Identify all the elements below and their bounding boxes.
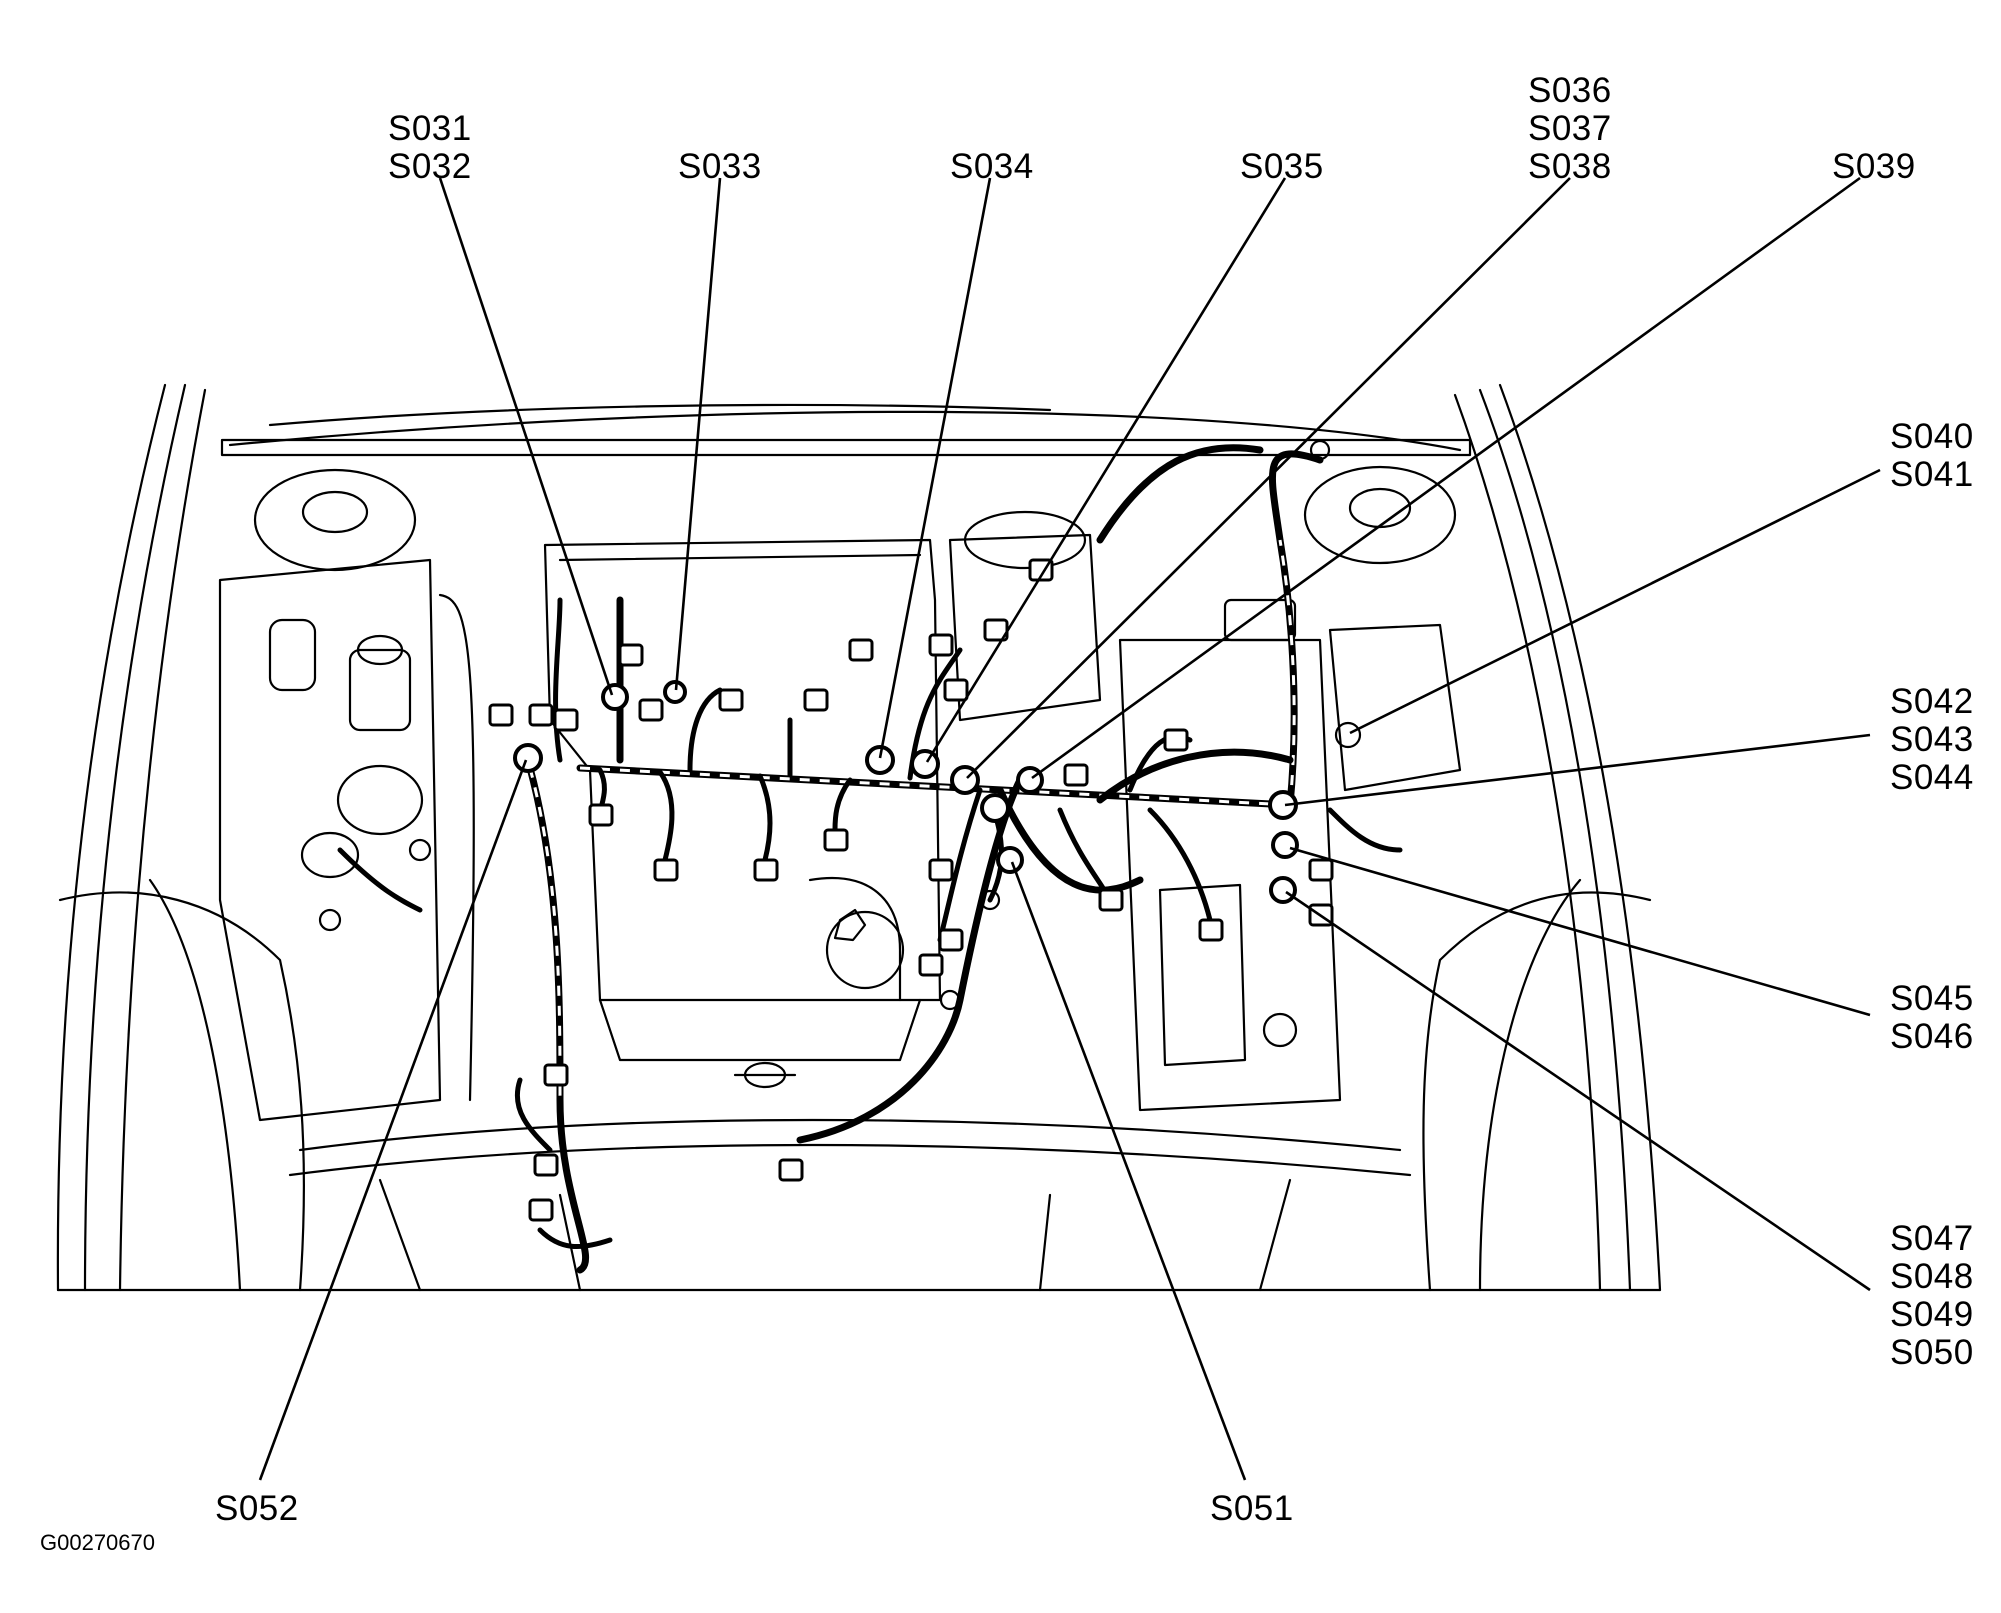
label-s052: S052	[215, 1490, 299, 1528]
label-s039: S039	[1832, 148, 1916, 186]
label-s034: S034	[950, 148, 1034, 186]
label-line: S042	[1890, 682, 1974, 721]
label-line: S041	[1890, 455, 1974, 494]
label-line: S051	[1210, 1489, 1294, 1528]
branch-wires	[337, 597, 1403, 1250]
label-line: S040	[1890, 417, 1974, 456]
label-line: S035	[1240, 147, 1324, 186]
figure-code: G00270670	[40, 1530, 155, 1555]
label-line: S038	[1528, 147, 1612, 186]
label-line: S039	[1832, 147, 1916, 186]
vehicle-body-outline	[56, 383, 1662, 1292]
label-s036-s038: S036 S037 S038	[1528, 72, 1612, 186]
right-components	[948, 510, 1462, 1112]
label-s051: S051	[1210, 1490, 1294, 1528]
label-line: S037	[1528, 109, 1612, 148]
label-s040-s041: S040 S041	[1890, 418, 1974, 494]
label-s035: S035	[1240, 148, 1324, 186]
label-s033: S033	[678, 148, 762, 186]
label-s045-s046: S045 S046	[1890, 980, 1974, 1056]
label-line: S049	[1890, 1295, 1974, 1334]
splice-markers	[513, 680, 1362, 904]
label-line: S036	[1528, 71, 1612, 110]
label-line: S033	[678, 147, 762, 186]
label-line: S044	[1890, 758, 1974, 797]
label-line: S043	[1890, 720, 1974, 759]
label-line: S031	[388, 109, 472, 148]
label-s047-s050: S047 S048 S049 S050	[1890, 1220, 1974, 1372]
label-s031-s032: S031 S032	[388, 110, 472, 186]
label-s042-s044: S042 S043 S044	[1890, 683, 1974, 797]
connectors	[318, 439, 1334, 1222]
label-line: S032	[388, 147, 472, 186]
label-line: S050	[1890, 1333, 1974, 1372]
left-components	[218, 558, 475, 1122]
label-line: S034	[950, 147, 1034, 186]
label-line: S045	[1890, 979, 1974, 1018]
leader-lines	[258, 176, 1881, 1481]
label-line: S046	[1890, 1017, 1974, 1056]
label-line: S047	[1890, 1219, 1974, 1258]
label-line: S048	[1890, 1257, 1974, 1296]
label-line: S052	[215, 1489, 299, 1528]
